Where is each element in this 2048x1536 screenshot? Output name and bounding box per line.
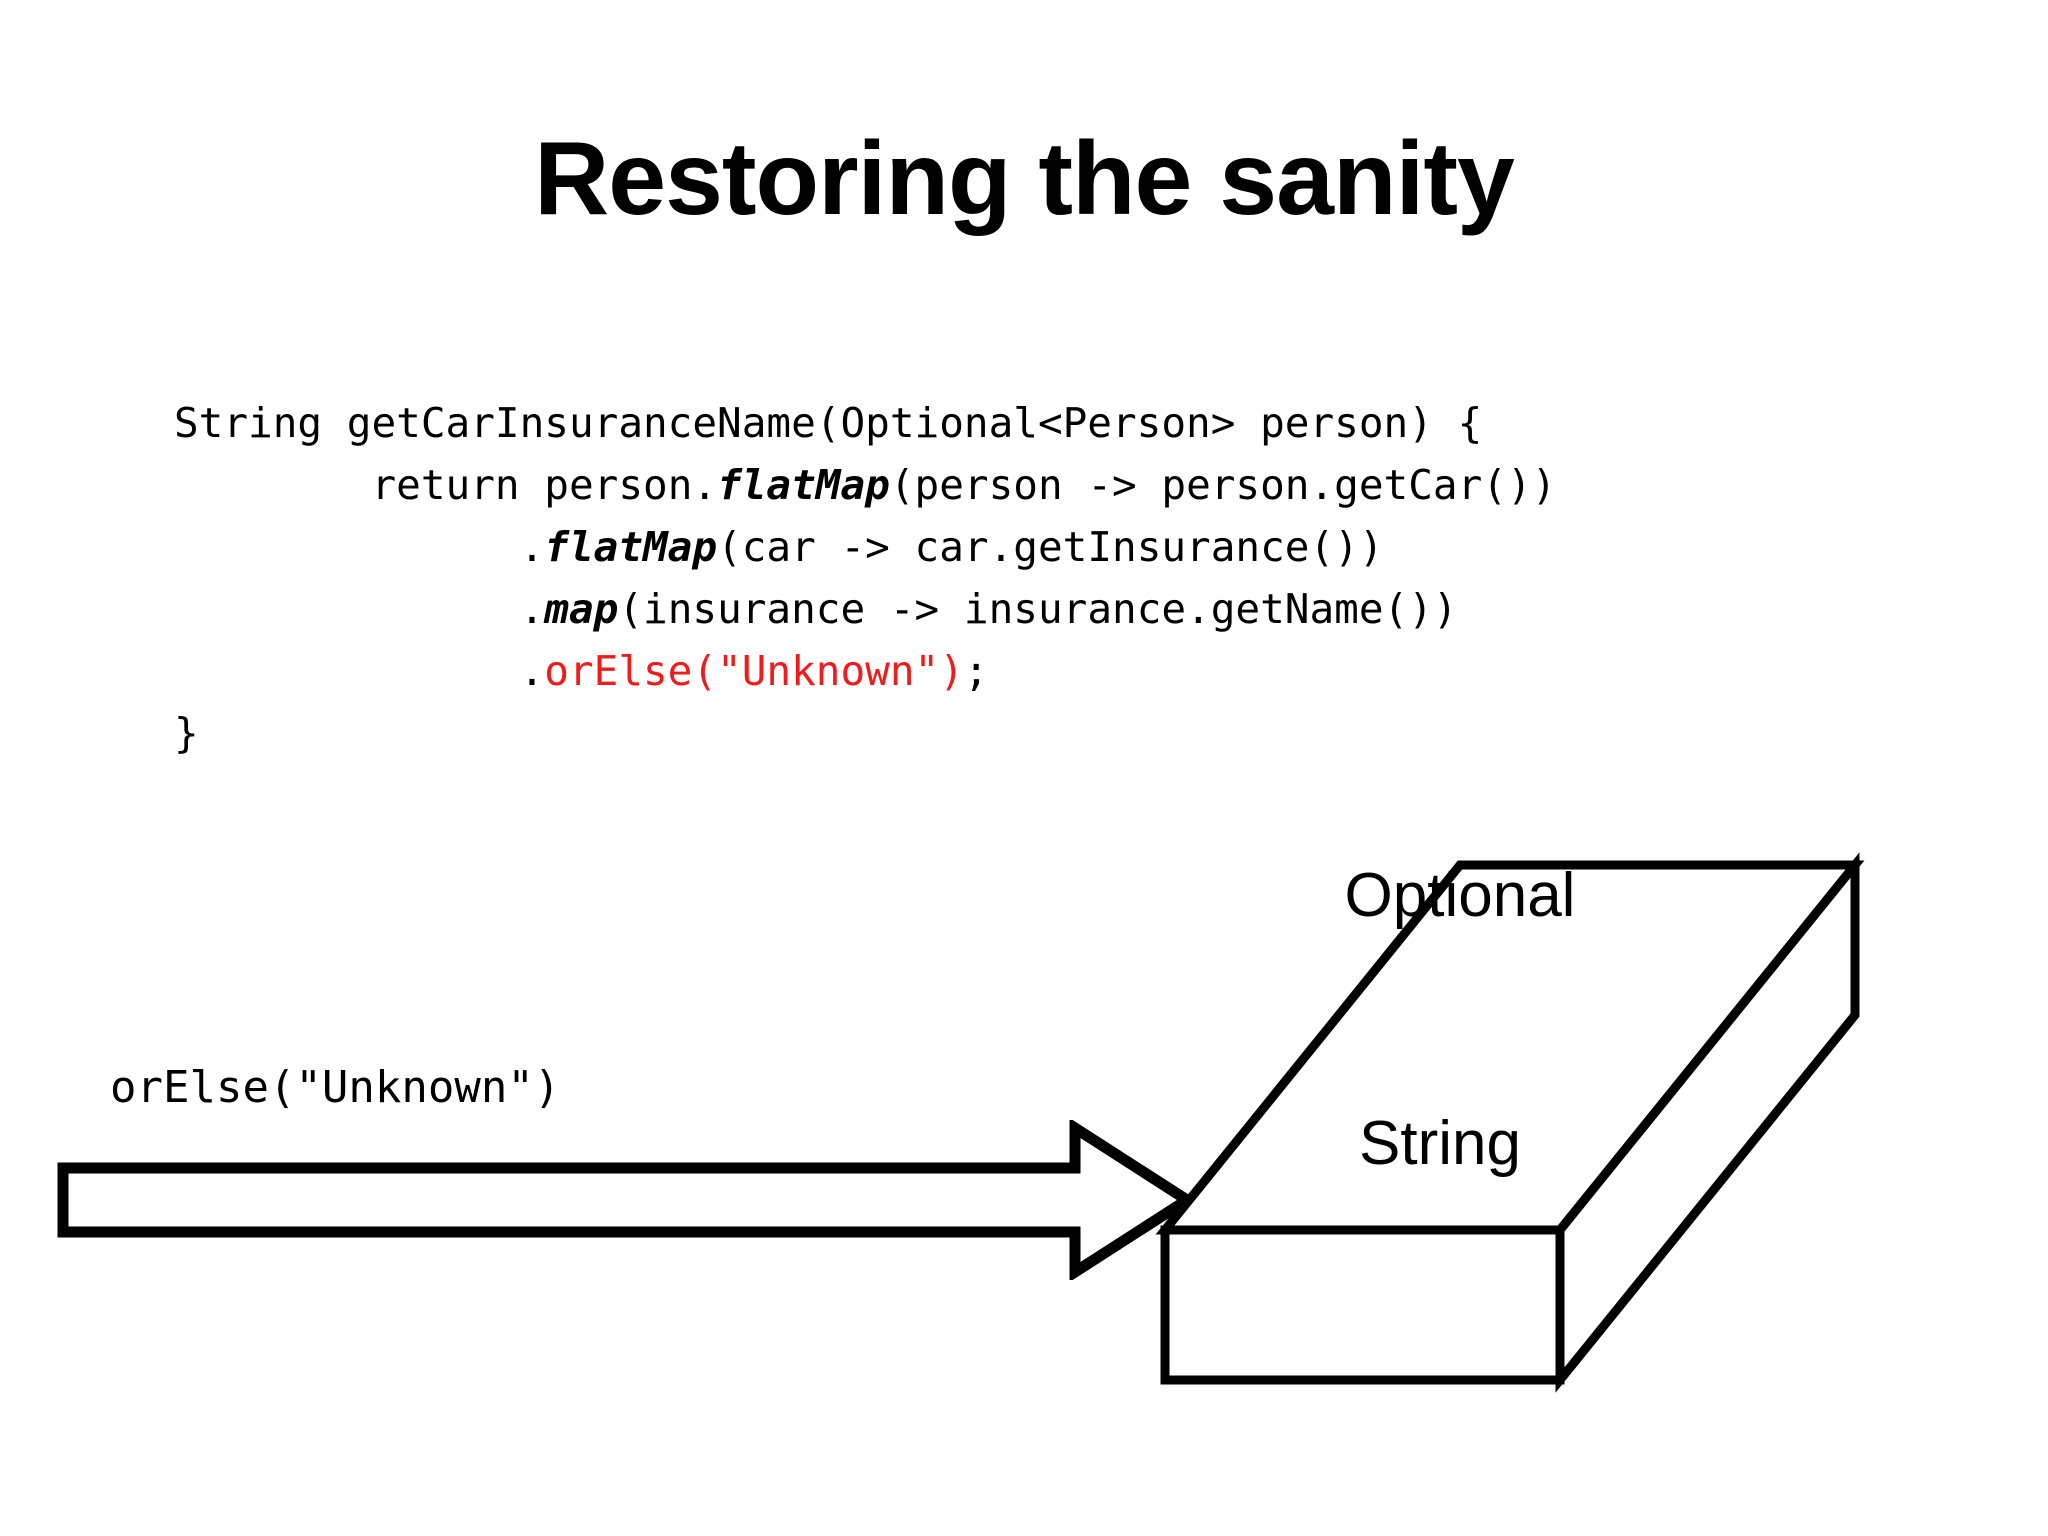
- code-token-flatmap-car-2: (car -> car.getInsurance()): [717, 523, 1384, 571]
- code-line-close-brace: }: [174, 702, 1556, 764]
- code-token-return-flatmap-person-2: (person -> person.getCar()): [889, 461, 1557, 509]
- code-indent: [174, 461, 371, 509]
- code-indent: [174, 523, 520, 571]
- code-token-flatmap-car-0: .: [519, 523, 545, 571]
- arrow-shape: [57, 1120, 1195, 1280]
- code-token-signature-0: String getCarInsuranceName(Optional<Pers…: [174, 399, 1483, 447]
- code-token-return-flatmap-person-1: flatMap: [717, 461, 890, 509]
- code-token-orelse-2: ;: [963, 647, 989, 695]
- code-line-orelse: .orElse("Unknown");: [174, 640, 1556, 702]
- right-block-arrow-icon: [57, 1120, 1195, 1280]
- code-line-signature: String getCarInsuranceName(Optional<Pers…: [174, 392, 1556, 454]
- cube-top-label: Optional: [1344, 861, 1576, 930]
- code-indent: [174, 647, 520, 695]
- code-line-return-flatmap-person: return person.flatMap(person -> person.g…: [174, 454, 1556, 516]
- cube-front-face: [1160, 1225, 1565, 1385]
- arrow-label: orElse("Unknown"): [110, 1062, 561, 1113]
- code-token-map-insurance-0: .: [519, 585, 545, 633]
- code-token-close-brace-0: }: [174, 709, 199, 757]
- code-token-orelse-1: orElse("Unknown"): [544, 647, 964, 695]
- code-token-orelse-0: .: [519, 647, 545, 695]
- code-token-map-insurance-1: map: [544, 585, 619, 633]
- cube-front-label: String: [1359, 1109, 1521, 1178]
- code-token-flatmap-car-1: flatMap: [544, 523, 718, 571]
- page-title: Restoring the sanity: [534, 121, 1515, 237]
- code-indent: [174, 585, 520, 633]
- code-token-return-flatmap-person-0: return person.: [371, 461, 718, 509]
- code-line-flatmap-car: .flatMap(car -> car.getInsurance()): [174, 516, 1556, 578]
- code-line-map-insurance: .map(insurance -> insurance.getName()): [174, 578, 1556, 640]
- cube-diagram: [1155, 852, 1865, 1393]
- code-block: String getCarInsuranceName(Optional<Pers…: [174, 392, 1556, 764]
- code-token-map-insurance-2: (insurance -> insurance.getName()): [618, 585, 1458, 633]
